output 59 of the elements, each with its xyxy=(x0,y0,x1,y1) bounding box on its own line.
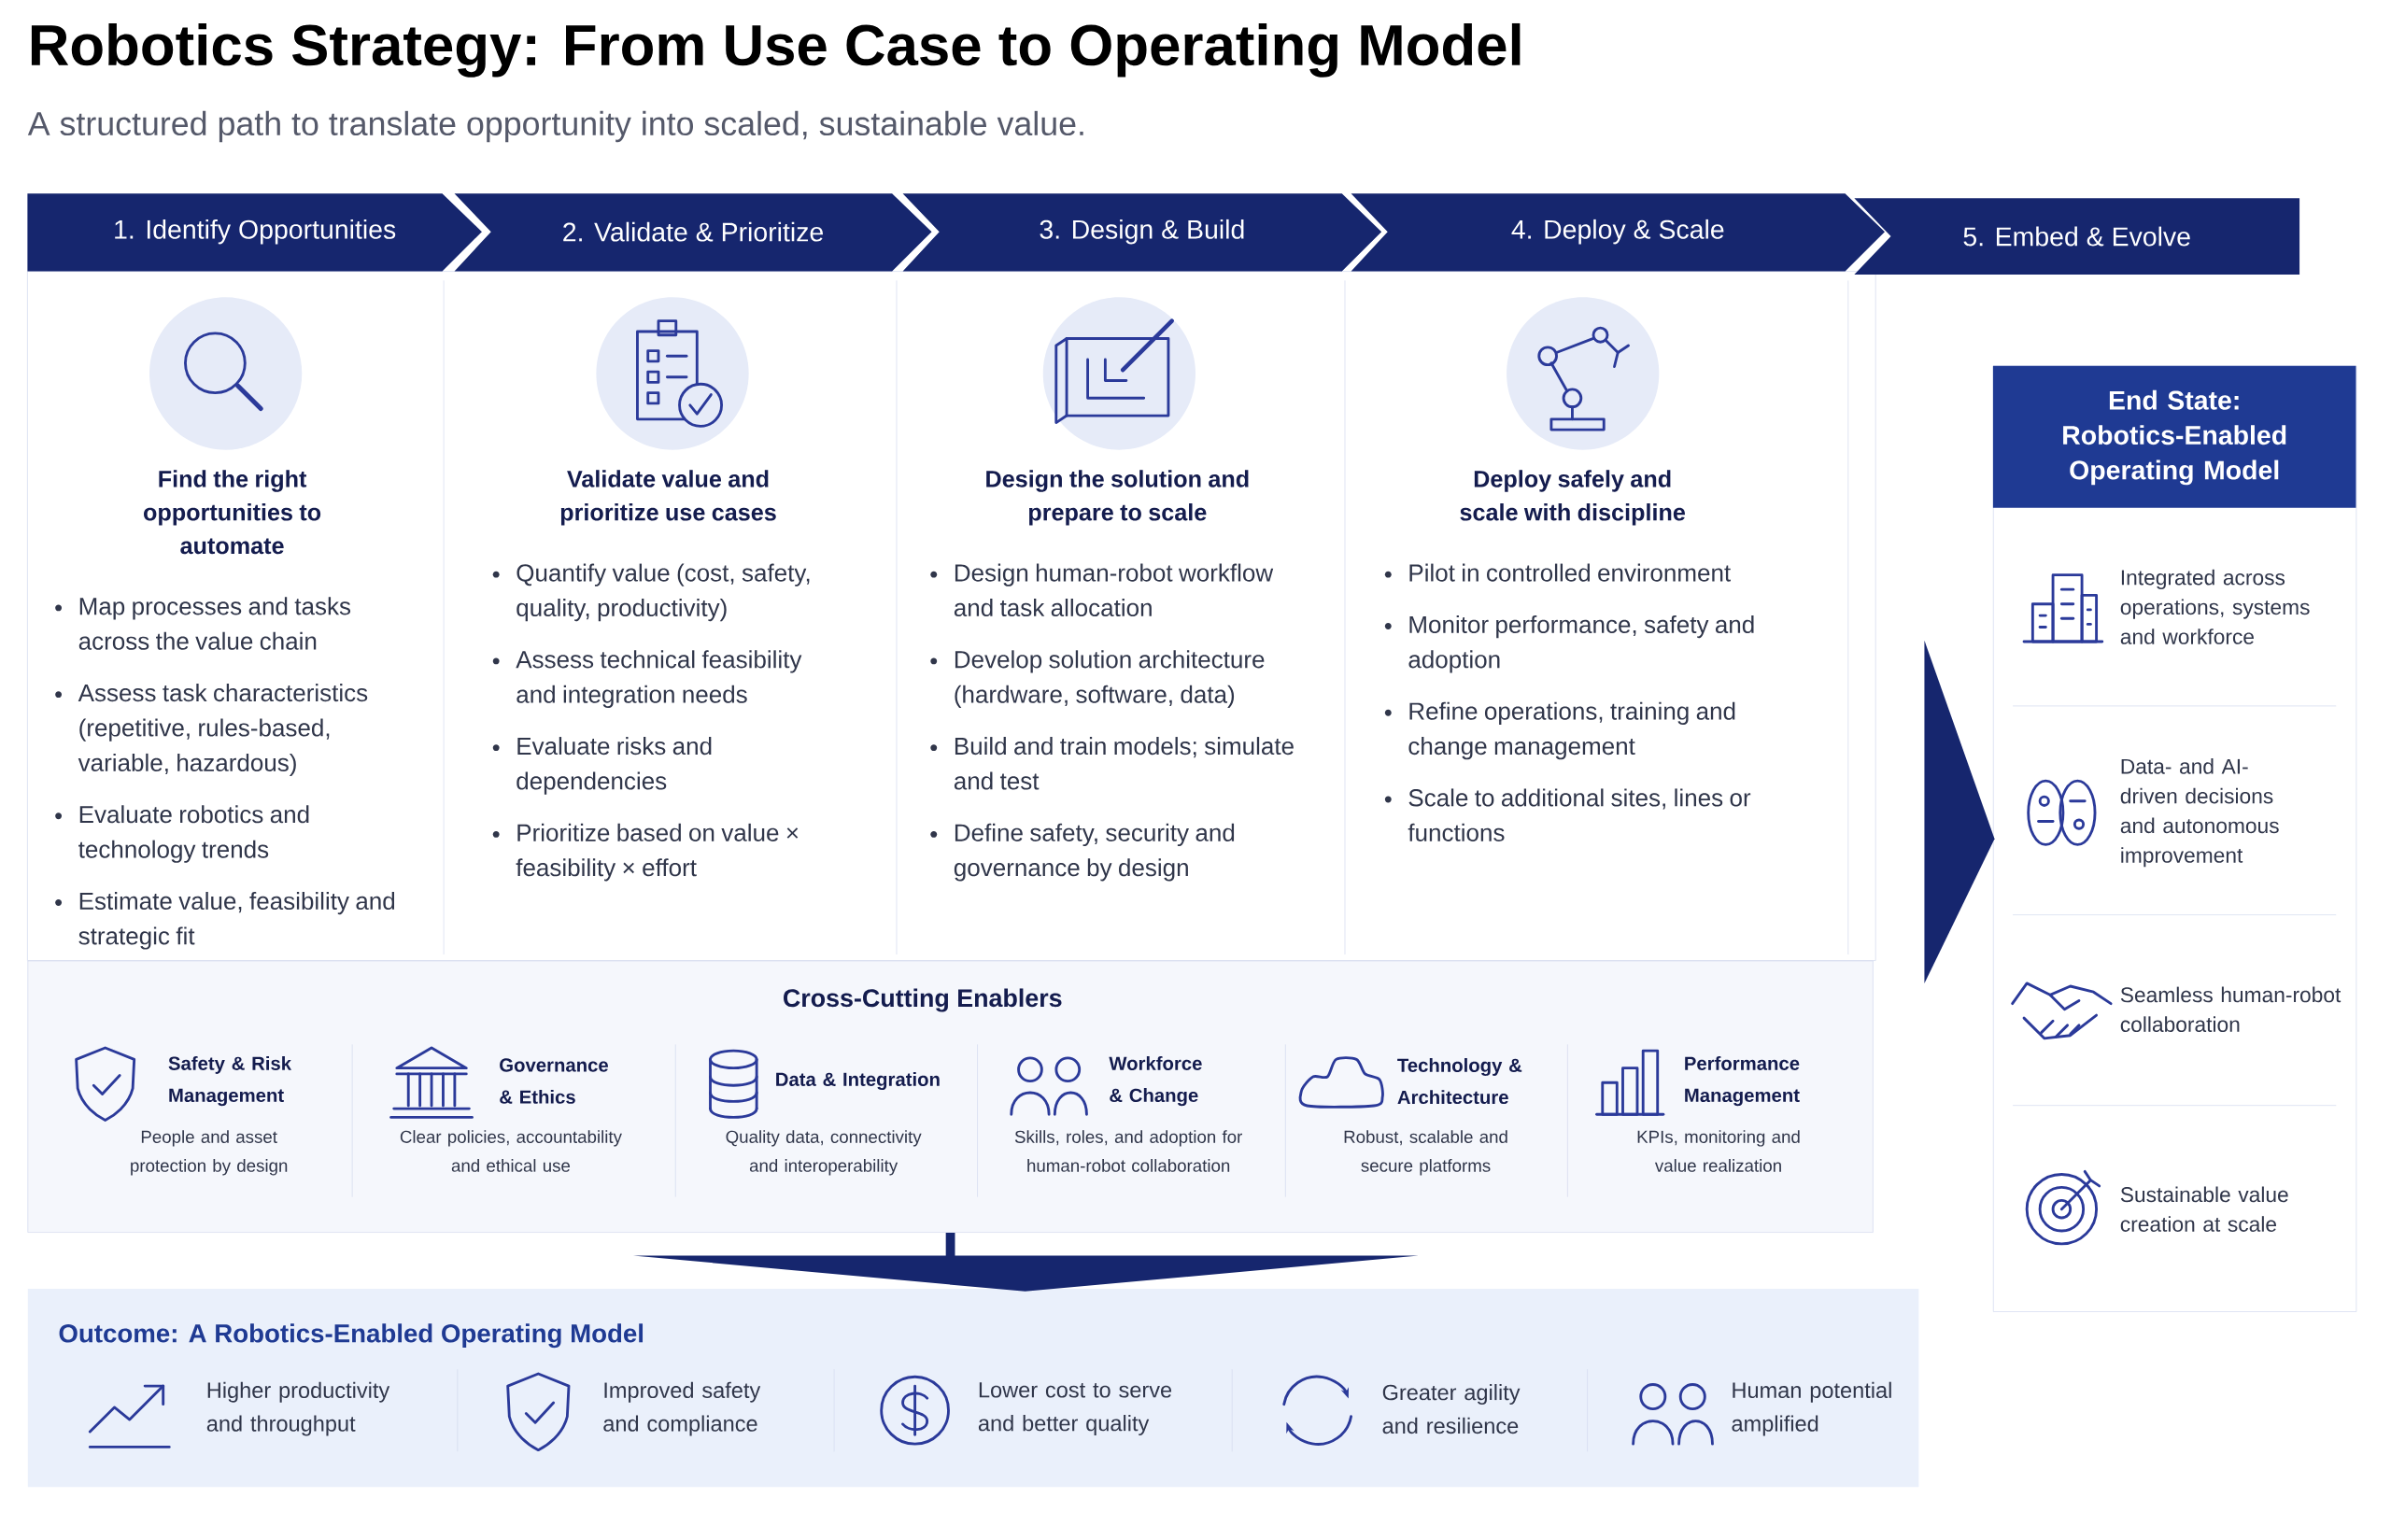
node-label: Find the right opportunities to automate xyxy=(144,470,321,555)
step-column: Deploy safely and scale with discipline Pilot in controlled environment Monitor performance, safety and adoption Refine operations, training and change management Scale to additional sites, lines or functions xyxy=(1384,470,1754,841)
node-label: Evaluate risks and dependencies xyxy=(516,737,712,795)
node-label: Develop solution architecture (hardware, software, data) xyxy=(955,650,1265,708)
end-state-text: Seamless human-robot collaboration xyxy=(2120,986,2341,1033)
node-label: Scale to additional sites, lines or functions xyxy=(1408,788,1751,841)
node-label: Deploy safely and scale with discipline xyxy=(1460,470,1685,526)
enabler-description: Quality data, connectivity and interoperability xyxy=(726,1130,922,1176)
outcome-text: Higher productivity and throughput xyxy=(206,1381,390,1436)
enabler-title: Data & Integration xyxy=(776,1072,940,1091)
node-label: Monitor performance, safety and adoption xyxy=(1408,615,1754,673)
chevron-arrow xyxy=(633,1233,1419,1292)
node-label: Quantify value (cost, safety, quality, productivity) xyxy=(516,563,810,622)
node-label: Prioritize based on value × feasibility × effort xyxy=(516,823,799,882)
node-label: 3. Design & Build xyxy=(1040,219,1244,245)
enabler-title: Performance Management xyxy=(1685,1056,1800,1107)
end-state-text: Integrated across operations, systems and workforce xyxy=(2120,569,2310,644)
node-label: Assess task characteristics (repetitive, rules-based, variable, hazardous) xyxy=(78,684,368,777)
node-label: Design human-robot workflow and task allocation xyxy=(954,563,1274,617)
node-label: Define safety, security and governance by design xyxy=(954,823,1235,882)
step-column: Design the solution and prepare to scale Design human-robot workflow and task allocation Develop solution architecture (hardware, software, data) Build and train models; simulate and test Define safety, security and governance by design xyxy=(930,470,1294,882)
enabler-title: Safety & Risk Management xyxy=(168,1056,292,1107)
enabler-description: Skills, roles, and adoption for human-robot collaboration xyxy=(1014,1130,1242,1172)
outcome-text: Human potential amplified xyxy=(1732,1381,1891,1436)
node-label: Pilot in controlled environment xyxy=(1409,563,1732,582)
enabler-description: People and asset protection by design xyxy=(131,1130,288,1176)
node-label: Estimate value, feasibility and strategic fit xyxy=(78,892,395,950)
node-label: Map processes and tasks across the value chain xyxy=(78,597,351,650)
enabler-description: Clear policies, accountability and ethical use xyxy=(400,1130,622,1172)
step-header: 1. Identify Opportunities xyxy=(27,193,482,272)
enabler-description: Robust, scalable and secure platforms xyxy=(1344,1130,1507,1176)
node-label: 2. Validate & Prioritize xyxy=(563,221,824,242)
node-label: Evaluate robotics and technology trends xyxy=(78,805,309,863)
step-header: 4. Deploy & Scale xyxy=(1351,193,1885,272)
enabler-title: Technology & Architecture xyxy=(1397,1058,1522,1105)
subtitle: A structured path to translate opportunity into scaled, sustainable value. xyxy=(27,110,1083,143)
enabler-description: KPIs, monitoring and value realization xyxy=(1637,1130,1800,1172)
node-label: 4. Deploy & Scale xyxy=(1511,219,1724,245)
wedge-arrow xyxy=(1924,640,1995,984)
step-column: Validate value and prioritize use cases Quantify value (cost, safety, quality, productivity) Assess technical feasibility and integration needs Evaluate risks and dependencies Prioritize based on value × feasibility × effort xyxy=(492,470,810,882)
node-label: Assess technical feasibility and integration needs xyxy=(516,650,802,708)
node-label: Design the solution and prepare to scale xyxy=(986,470,1249,526)
step-column: Find the right opportunities to automate Map processes and tasks across the value chain Assess task characteristics (repetitive, rules-based, variable, hazardous) Evaluate robotics and technology trends Estimate value, feasibility and strategic fit xyxy=(55,470,395,950)
end-state-text: Sustainable value creation at scale xyxy=(2120,1186,2288,1232)
step-header: 3. Design & Build xyxy=(902,193,1382,272)
node-label: Build and train models; simulate and test xyxy=(954,737,1294,790)
outcome-text: Lower cost to serve and better quality xyxy=(978,1382,1172,1436)
step-header: 5. Embed & Evolve xyxy=(1854,198,2300,275)
outcome-text: Greater agility and resilience xyxy=(1382,1384,1521,1434)
node-label: Refine operations, training and change management xyxy=(1408,701,1735,760)
step-header: 2. Validate & Prioritize xyxy=(454,193,932,272)
title: Robotics Strategy: From Use Case to Operating Model xyxy=(31,22,1521,78)
outcome-text: Improved safety and compliance xyxy=(603,1381,761,1436)
node-label: Validate value and prioritize use cases xyxy=(560,470,776,526)
node-label: 1. Identify Opportunities xyxy=(115,219,396,245)
enabler-title: Workforce & Change xyxy=(1109,1056,1202,1107)
node-label: 5. Embed & Evolve xyxy=(1963,226,2190,247)
end-state-text: Data- and AI-driven decisions and autonomous improvement xyxy=(2120,758,2279,868)
enabler-title: Governance & Ethics xyxy=(500,1058,608,1104)
